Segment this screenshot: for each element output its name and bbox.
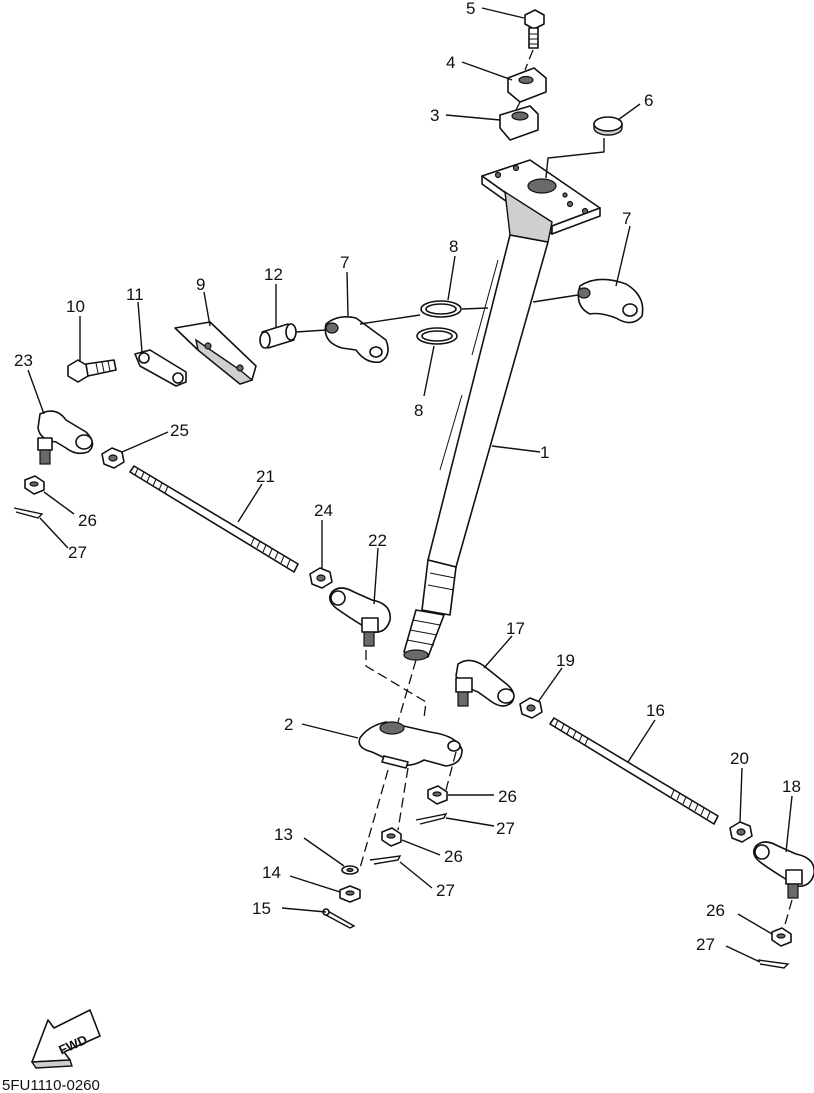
callout-7-right: 7: [622, 209, 631, 228]
shaft-cotter-pin: [322, 908, 356, 929]
callout-3: 3: [430, 106, 439, 125]
assembly-line-collar-clamp: [295, 329, 327, 333]
callout-27-far-right: 27: [696, 935, 715, 954]
callout-7-left: 7: [340, 253, 349, 272]
castle-nut-arm-right: [427, 785, 448, 805]
assembly-line-shaft-clamp: [532, 294, 579, 303]
callout-25: 25: [170, 421, 189, 440]
shaft-castle-nut: [339, 885, 361, 903]
callout-labels: 5 4 3 6 7 7 8 8 1 9 12 11 10 23 25 26 27…: [14, 0, 801, 954]
callout-20: 20: [730, 749, 749, 768]
castle-nut-far-right: [771, 927, 792, 947]
plate-bolt: [67, 359, 117, 383]
leader-lines: [27, 7, 793, 963]
lock-nut-center: [309, 567, 333, 589]
callout-15: 15: [252, 899, 271, 918]
callout-19: 19: [556, 651, 575, 670]
callout-21: 21: [256, 467, 275, 486]
lock-plate: [174, 321, 257, 385]
shaft-holder-upper: [507, 67, 547, 103]
lock-nut-far-right: [729, 821, 753, 843]
lock-washer: [134, 349, 187, 387]
pitman-arm: [358, 721, 463, 769]
tie-rod-end-center-axis: [365, 650, 427, 719]
oil-seal-lower: [416, 327, 458, 345]
shaft-to-arm-axis: [397, 659, 417, 723]
tie-rod-left: [129, 465, 299, 573]
arm-center-axis: [397, 767, 409, 831]
callout-12: 12: [264, 265, 283, 284]
lock-nut-right: [519, 697, 543, 719]
oil-seal-upper: [420, 300, 462, 318]
callout-6: 6: [644, 91, 653, 110]
callout-27-arm-right: 27: [496, 819, 515, 838]
shaft-bushing-clamp-left: [324, 316, 389, 364]
column-top-bracket: [481, 159, 601, 243]
callout-24: 24: [314, 501, 333, 520]
assembly-line-seal-shaft: [461, 307, 489, 310]
callout-26-left: 26: [78, 511, 97, 530]
callout-26-far-right: 26: [706, 901, 725, 920]
tie-rod-end-left: [37, 410, 94, 465]
callout-18: 18: [782, 777, 801, 796]
forward-direction-arrow: FWD: [30, 1009, 101, 1069]
callout-14: 14: [262, 863, 281, 882]
bolt-axis-line: [524, 49, 534, 71]
callout-27-arm-center: 27: [436, 881, 455, 900]
callout-5: 5: [466, 0, 475, 18]
callout-13: 13: [274, 825, 293, 844]
callout-27-left: 27: [68, 543, 87, 562]
arm-lower-axis: [359, 769, 389, 869]
tie-rod-right: [549, 717, 719, 825]
cotter-pin-far-right: [757, 959, 790, 969]
callout-22: 22: [368, 531, 387, 550]
callout-26-arm-center: 26: [444, 847, 463, 866]
holder-axis-line: [515, 101, 521, 111]
tie-rod-end-right-outer: [752, 841, 814, 899]
shaft-holder-lower: [499, 105, 539, 141]
callout-23: 23: [14, 351, 33, 370]
castle-nut-left: [24, 475, 45, 495]
callout-10: 10: [66, 297, 85, 316]
callout-8-lower: 8: [414, 401, 423, 420]
callout-16: 16: [646, 701, 665, 720]
callout-1: 1: [540, 443, 549, 462]
steering-shaft: [403, 234, 549, 661]
shaft-bushing-clamp-right: [577, 278, 644, 324]
collar: [259, 323, 297, 349]
drawing-code: 5FU1110-0260: [2, 1077, 100, 1093]
castle-nut-arm-center: [381, 827, 402, 847]
lock-nut-left: [101, 447, 125, 469]
tie-rod-end-right-inner: [455, 659, 515, 707]
callout-9: 9: [196, 275, 205, 294]
arm-right-axis: [445, 751, 457, 791]
tie-rod-end-center: [328, 587, 391, 647]
callout-2: 2: [284, 715, 293, 734]
cotter-pin-arm-right: [415, 813, 448, 825]
callout-26-arm-right: 26: [498, 787, 517, 806]
cotter-pin-left: [13, 507, 44, 519]
callout-11: 11: [126, 285, 144, 304]
callout-4: 4: [446, 53, 455, 72]
callout-17: 17: [506, 619, 525, 638]
plain-washer: [341, 865, 359, 875]
column-cap: [593, 116, 623, 136]
holder-bolt: [524, 9, 545, 49]
cotter-pin-arm-center: [369, 855, 402, 865]
far-right-axis: [783, 899, 793, 929]
callout-8-upper: 8: [449, 237, 458, 256]
assembly-line-clamp-seal: [359, 314, 421, 325]
